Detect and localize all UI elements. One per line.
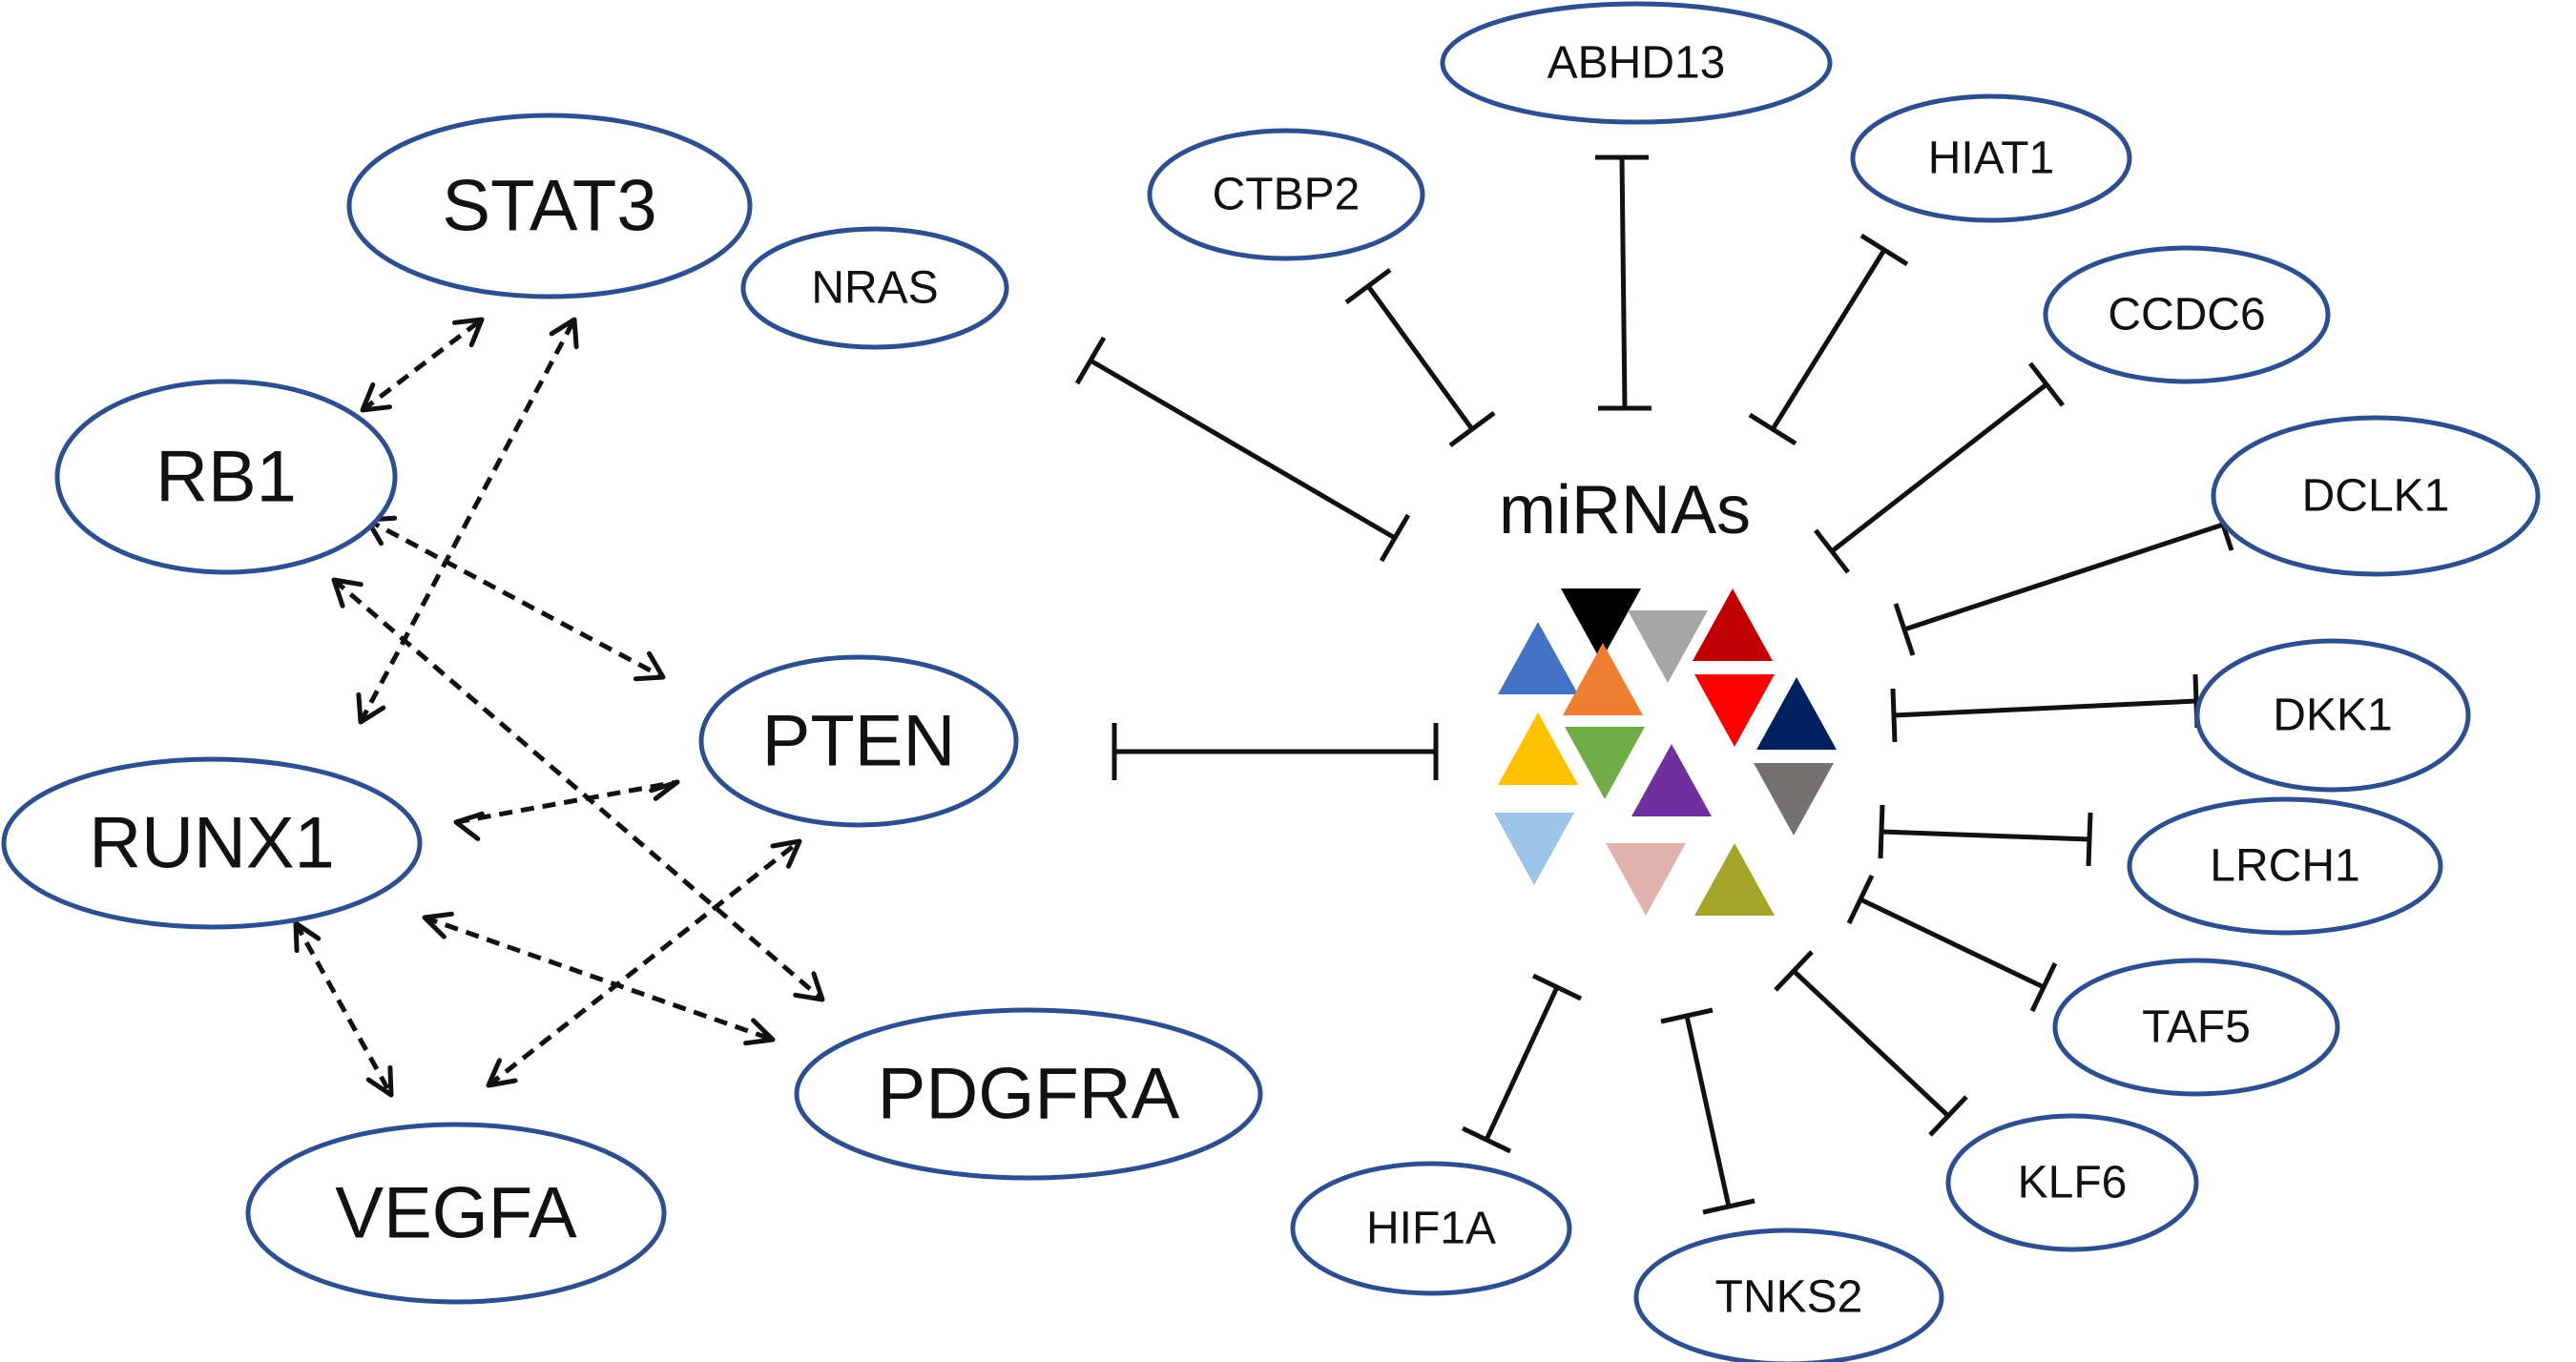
mirna-triangle-14 bbox=[1694, 843, 1775, 916]
node-dclk1: DCLK1 bbox=[2211, 415, 2541, 577]
node-hif1a: HIF1A bbox=[1290, 1161, 1572, 1296]
node-label-stat3: STAT3 bbox=[442, 166, 656, 247]
node-label-tnks2: TNKS2 bbox=[1715, 1272, 1863, 1323]
mirna-triangle-1 bbox=[1498, 622, 1578, 694]
mirna-triangle-13 bbox=[1606, 843, 1686, 916]
mirna-triangle-12 bbox=[1494, 813, 1574, 885]
node-label-pdgfra: PDGFRA bbox=[878, 1054, 1180, 1135]
edge-mirnas-inhibits-lrch1 bbox=[1878, 804, 2093, 867]
node-label-ctbp2: CTBP2 bbox=[1213, 170, 1361, 220]
edge-mirnas-inhibits-hif1a bbox=[1461, 973, 1583, 1154]
mirna-triangle-3 bbox=[1628, 610, 1708, 683]
node-hiat1: HIAT1 bbox=[1850, 93, 2132, 223]
edge-vegfa-pten bbox=[486, 838, 802, 1088]
mirna-triangle-cluster bbox=[1494, 588, 1837, 916]
node-rb1: RB1 bbox=[54, 379, 398, 575]
node-label-taf5: TAF5 bbox=[2142, 1002, 2251, 1053]
node-tnks2: TNKS2 bbox=[1633, 1228, 1944, 1362]
node-pten: PTEN bbox=[698, 654, 1019, 828]
node-ccdc6: CCDC6 bbox=[2043, 245, 2331, 384]
node-dkk1: DKK1 bbox=[2194, 638, 2471, 793]
node-label-rb1: RB1 bbox=[156, 437, 297, 518]
node-label-dclk1: DCLK1 bbox=[2302, 471, 2450, 522]
edge-runx1-vegfa bbox=[293, 920, 394, 1098]
edge-mirnas-inhibits-taf5 bbox=[1846, 874, 2058, 1013]
node-klf6: KLF6 bbox=[1945, 1113, 2199, 1252]
node-label-klf6: KLF6 bbox=[2018, 1158, 2128, 1208]
node-pdgfra: PDGFRA bbox=[794, 1007, 1263, 1181]
interaction-edges bbox=[293, 317, 825, 1098]
mirnas-label: miRNAs bbox=[1499, 472, 1751, 548]
node-lrch1: LRCH1 bbox=[2127, 796, 2443, 936]
edge-mirnas-inhibits-klf6 bbox=[1774, 950, 1968, 1137]
node-label-nras: NRAS bbox=[811, 263, 938, 314]
edge-mirnas-inhibits-tnks2 bbox=[1660, 1007, 1755, 1215]
edge-mirnas-inhibits-ctbp2 bbox=[1344, 267, 1496, 448]
mirna-triangle-10 bbox=[1631, 744, 1712, 816]
node-label-runx1: RUNX1 bbox=[89, 803, 335, 884]
edge-mirnas-inhibits-abhd13 bbox=[1595, 155, 1652, 411]
mirnas-hub: miRNAs bbox=[1494, 472, 1837, 916]
mirna-triangle-6 bbox=[1694, 674, 1775, 747]
inhibition-edges bbox=[1074, 155, 2234, 1215]
edge-mirnas-inhibits-dkk1 bbox=[1890, 673, 2200, 743]
node-stat3: STAT3 bbox=[346, 113, 753, 299]
mirna-triangle-8 bbox=[1498, 712, 1578, 785]
node-label-abhd13: ABHD13 bbox=[1548, 38, 1726, 89]
edge-rb1-pten bbox=[364, 515, 666, 682]
node-label-pten: PTEN bbox=[762, 701, 956, 782]
edge-rb1-pdgfra bbox=[331, 577, 825, 1002]
edge-rb1-stat3 bbox=[360, 317, 485, 413]
node-nras: NRAS bbox=[740, 226, 1009, 350]
edge-mirnas-inhibits-ccdc6 bbox=[1814, 361, 2065, 574]
node-taf5: TAF5 bbox=[2052, 958, 2340, 1097]
node-abhd13: ABHD13 bbox=[1440, 1, 1833, 125]
node-label-lrch1: LRCH1 bbox=[2210, 841, 2359, 892]
node-vegfa: VEGFA bbox=[245, 1122, 667, 1305]
target-genes: NRAS CTBP2 ABHD13 HIAT1 CCDC6 DCLK1 DKK1 bbox=[740, 1, 2541, 1362]
mirna-triangle-4 bbox=[1693, 588, 1773, 661]
mirna-triangle-5 bbox=[1563, 643, 1643, 715]
node-label-hif1a: HIF1A bbox=[1366, 1204, 1496, 1254]
mirna-triangle-9 bbox=[1565, 727, 1645, 799]
mirna-triangle-2 bbox=[1561, 588, 1641, 661]
node-label-hiat1: HIAT1 bbox=[1928, 134, 2054, 184]
edge-mirnas-inhibits-pten bbox=[1111, 723, 1439, 780]
edge-runx1-stat3 bbox=[356, 317, 579, 725]
node-ctbp2: CTBP2 bbox=[1147, 128, 1425, 261]
edge-mirnas-inhibits-nras bbox=[1074, 336, 1411, 563]
node-label-ccdc6: CCDC6 bbox=[2108, 290, 2265, 340]
edge-mirnas-inhibits-hiat1 bbox=[1748, 233, 1909, 446]
node-runx1: RUNX1 bbox=[1, 756, 423, 930]
mirna-triangle-7 bbox=[1756, 677, 1837, 750]
node-label-dkk1: DKK1 bbox=[2273, 691, 2392, 741]
edge-runx1-pten bbox=[453, 779, 680, 841]
mirna-triangle-11 bbox=[1754, 763, 1834, 836]
edge-runx1-pdgfra bbox=[422, 911, 776, 1046]
node-label-vegfa: VEGFA bbox=[335, 1173, 577, 1254]
edge-mirnas-inhibits-dclk1 bbox=[1893, 498, 2234, 656]
network-genes: STAT3 RB1 PTEN RUNX1 PDGFRA VEGFA bbox=[1, 113, 1263, 1305]
